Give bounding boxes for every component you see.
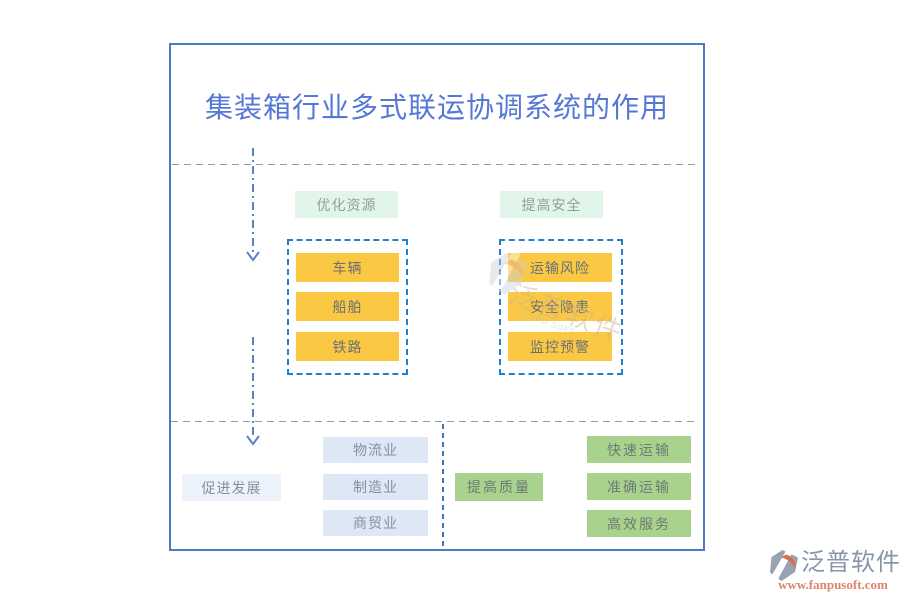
diagram-border: [169, 43, 705, 551]
footer-brand-name: 泛普软件: [801, 549, 900, 576]
node-efficient-service: 高效服务: [587, 510, 691, 537]
label-promote-development: 促进发展: [182, 474, 281, 501]
node-logistics: 物流业: [323, 437, 428, 463]
divider-top: [172, 164, 698, 165]
arrow-down-icon: [246, 251, 260, 262]
node-railway: 铁路: [296, 332, 399, 361]
fanpu-logo-icon: [770, 549, 798, 582]
node-manufacturing: 制造业: [323, 474, 428, 500]
node-vehicles: 车辆: [296, 253, 399, 282]
node-monitoring-alert: 监控预警: [508, 332, 612, 361]
group-box-safety: [499, 239, 623, 375]
node-accurate-transport: 准确运输: [587, 473, 691, 500]
group-box-resources: [287, 239, 408, 375]
node-safety-hazard: 安全隐患: [508, 292, 612, 321]
footer-website-url: www.fanpusoft.com: [778, 577, 888, 592]
node-ships: 船舶: [296, 292, 399, 321]
diagram-title: 集装箱行业多式联运协调系统的作用: [204, 91, 669, 124]
divider-bottom: [171, 421, 699, 422]
arrow-down-icon: [246, 435, 260, 446]
label-optimize-resources: 优化资源: [295, 191, 398, 218]
node-fast-transport: 快速运输: [587, 436, 691, 463]
node-transport-risk: 运输风险: [508, 253, 612, 282]
node-commerce: 商贸业: [323, 510, 428, 536]
flow-arrow-line-2: [252, 337, 254, 436]
label-improve-safety: 提高安全: [500, 191, 603, 218]
label-improve-quality: 提高质量: [455, 473, 543, 501]
separator-vertical: [442, 424, 444, 548]
flow-arrow-line-1: [252, 148, 254, 252]
